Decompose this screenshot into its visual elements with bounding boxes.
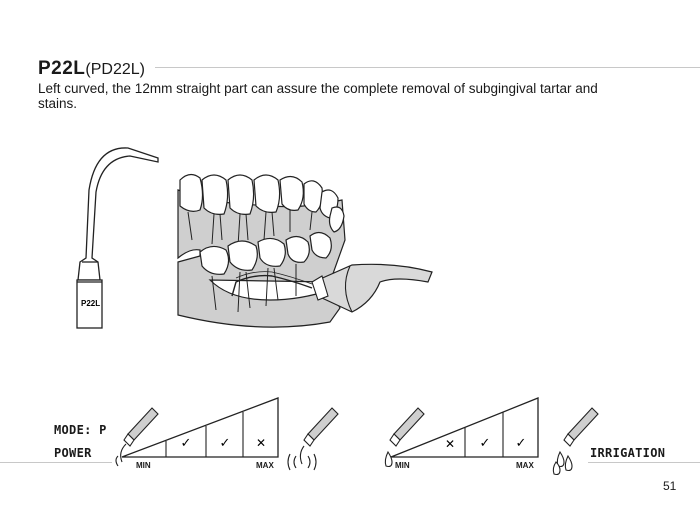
irrigation-scale — [390, 397, 539, 458]
handpiece-min-water-icon — [384, 407, 425, 468]
power-mark-3: ✕ — [256, 436, 266, 450]
product-code: P22L — [38, 58, 86, 79]
irrigation-mark-3: ✓ — [516, 436, 527, 451]
page-title: P22L(PD22L) — [38, 58, 145, 80]
irrigation-mark-2: ✓ — [480, 436, 491, 451]
power-mark-2: ✓ — [220, 436, 231, 451]
irrigation-label: IRRIGATION — [590, 446, 666, 460]
page-number: 51 — [663, 479, 677, 493]
product-description: Left curved, the 12mm straight part can … — [38, 81, 598, 111]
product-alt-code: (PD22L) — [85, 61, 145, 78]
power-max-label: MAX — [256, 461, 274, 470]
mode-label: MODE: P — [54, 423, 107, 437]
scaler-tip-drawing — [76, 147, 159, 329]
handpiece-max-water-icon — [552, 407, 599, 476]
tip-label: P22L — [81, 299, 100, 308]
irrigation-max-label: MAX — [516, 461, 534, 470]
power-label: POWER — [54, 446, 92, 460]
header-rule — [155, 67, 700, 68]
jaw-drawing — [177, 173, 346, 328]
irrigation-min-label: MIN — [395, 461, 410, 470]
power-mark-1: ✓ — [181, 436, 192, 451]
power-scale — [121, 397, 279, 458]
power-min-label: MIN — [136, 461, 151, 470]
handpiece-max-power-icon — [287, 407, 339, 471]
footer-rule-left — [0, 462, 112, 463]
handpiece-drawing — [231, 263, 433, 313]
handpiece-min-power-icon — [115, 407, 159, 467]
footer-rule-right — [588, 462, 700, 463]
irrigation-mark-1: ✕ — [445, 437, 455, 451]
